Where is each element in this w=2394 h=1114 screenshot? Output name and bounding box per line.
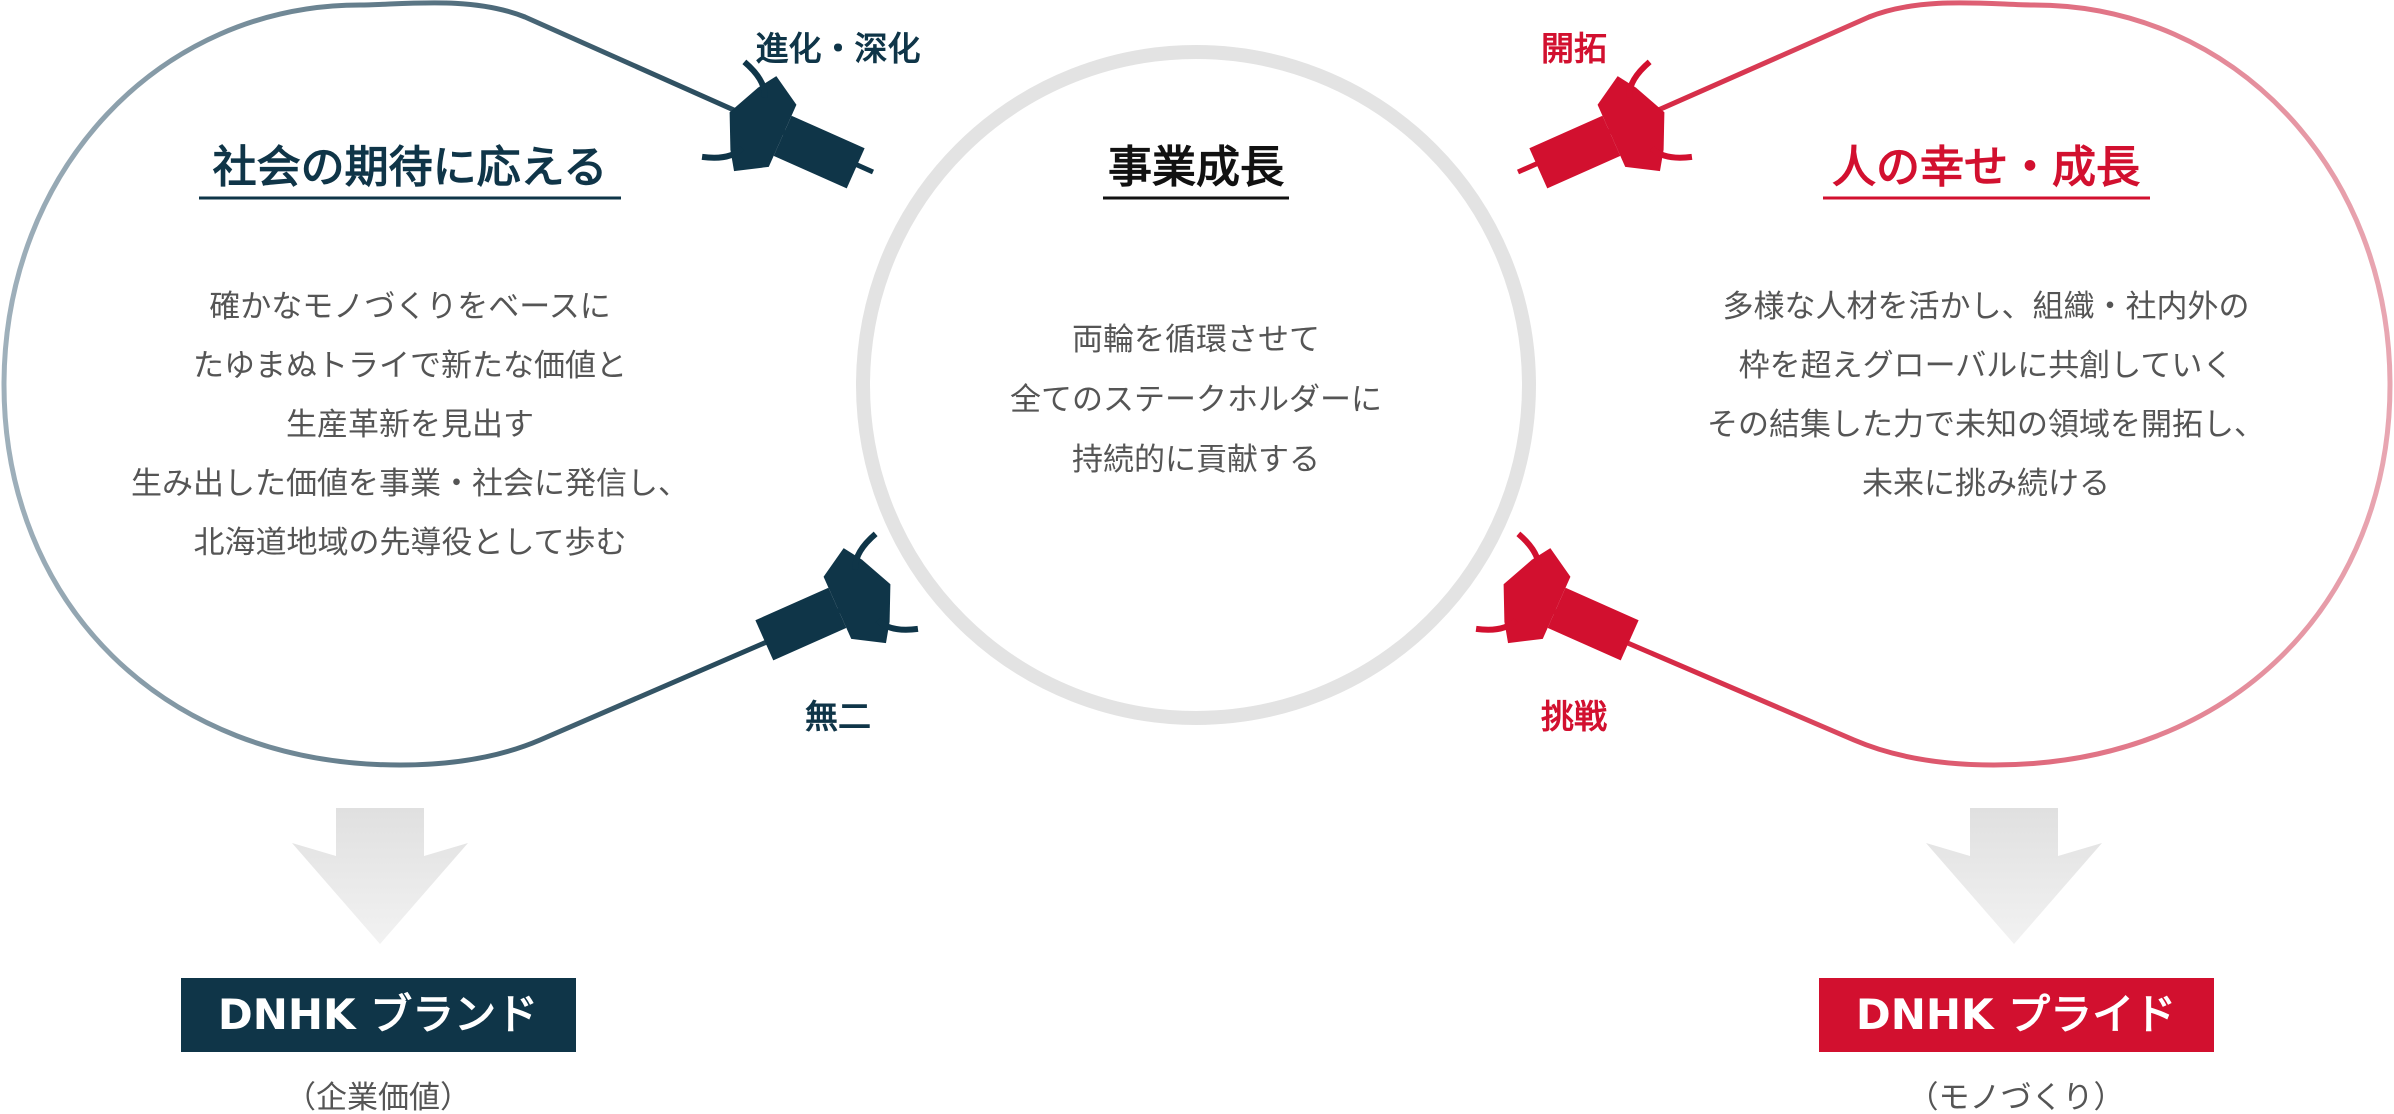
pride-box-sub: （モノづくり） (1908, 1080, 2125, 1114)
center-ring (856, 45, 1536, 725)
left-line: 確かなモノづくりをベースに (209, 289, 610, 325)
left-top-label: 進化・深化 (756, 29, 921, 68)
left-title: 社会の期待に応える (213, 142, 608, 193)
right-top-label: 開拓 (1541, 29, 1607, 68)
left-line: 生産革新を見出す (286, 407, 534, 443)
center-description: 両輪を循環させて 全てのステークホルダーに 持続的に貢献する (1010, 322, 1382, 478)
right-bottom-label: 挑戦 (1541, 697, 1607, 736)
brand-box: DNHK ブランド (181, 978, 576, 1052)
brand-box-label: DNHK ブランド (218, 990, 538, 1039)
center-title: 事業成長 (1108, 142, 1285, 193)
pride-box-label: DNHK プライド (1856, 990, 2176, 1039)
right-description: 多様な人材を活かし、組織・社内外の 枠を超えグローバルに共創していく その結集し… (1707, 289, 2265, 502)
pride-box: DNHK プライド (1819, 978, 2214, 1052)
left-line: たゆまぬトライで新たな価値と (193, 348, 627, 384)
left-line: 生み出した価値を事業・社会に発信し、 (131, 466, 689, 502)
left-top-arrow-icon (701, 59, 865, 189)
right-bottom-arrow-icon (1475, 531, 1639, 661)
center-line: 両輪を循環させて (1072, 322, 1320, 358)
right-loop (1516, 0, 2393, 768)
right-top-arrow-icon (1529, 59, 1693, 189)
left-bottom-label: 無二 (805, 697, 871, 736)
right-line: 未来に挑み続ける (1862, 466, 2110, 502)
left-loop (1, 0, 875, 768)
brand-box-sub: （企業価値） (285, 1080, 471, 1114)
center-line: 全てのステークホルダーに (1010, 382, 1382, 418)
left-description: 確かなモノづくりをベースに たゆまぬトライで新たな価値と 生産革新を見出す 生み… (131, 289, 689, 561)
center-line: 持続的に貢献する (1072, 442, 1320, 478)
left-bottom-arrow-icon (755, 531, 919, 661)
right-title: 人の幸せ・成長 (1832, 142, 2141, 193)
right-line: 枠を超えグローバルに共創していく (1739, 348, 2234, 384)
right-line: その結集した力で未知の領域を開拓し、 (1707, 407, 2265, 443)
left-down-arrow-icon (292, 808, 468, 944)
right-line: 多様な人材を活かし、組織・社内外の (1723, 289, 2250, 325)
right-down-arrow-icon (1926, 808, 2102, 944)
left-line: 北海道地域の先導役として歩む (193, 525, 626, 561)
